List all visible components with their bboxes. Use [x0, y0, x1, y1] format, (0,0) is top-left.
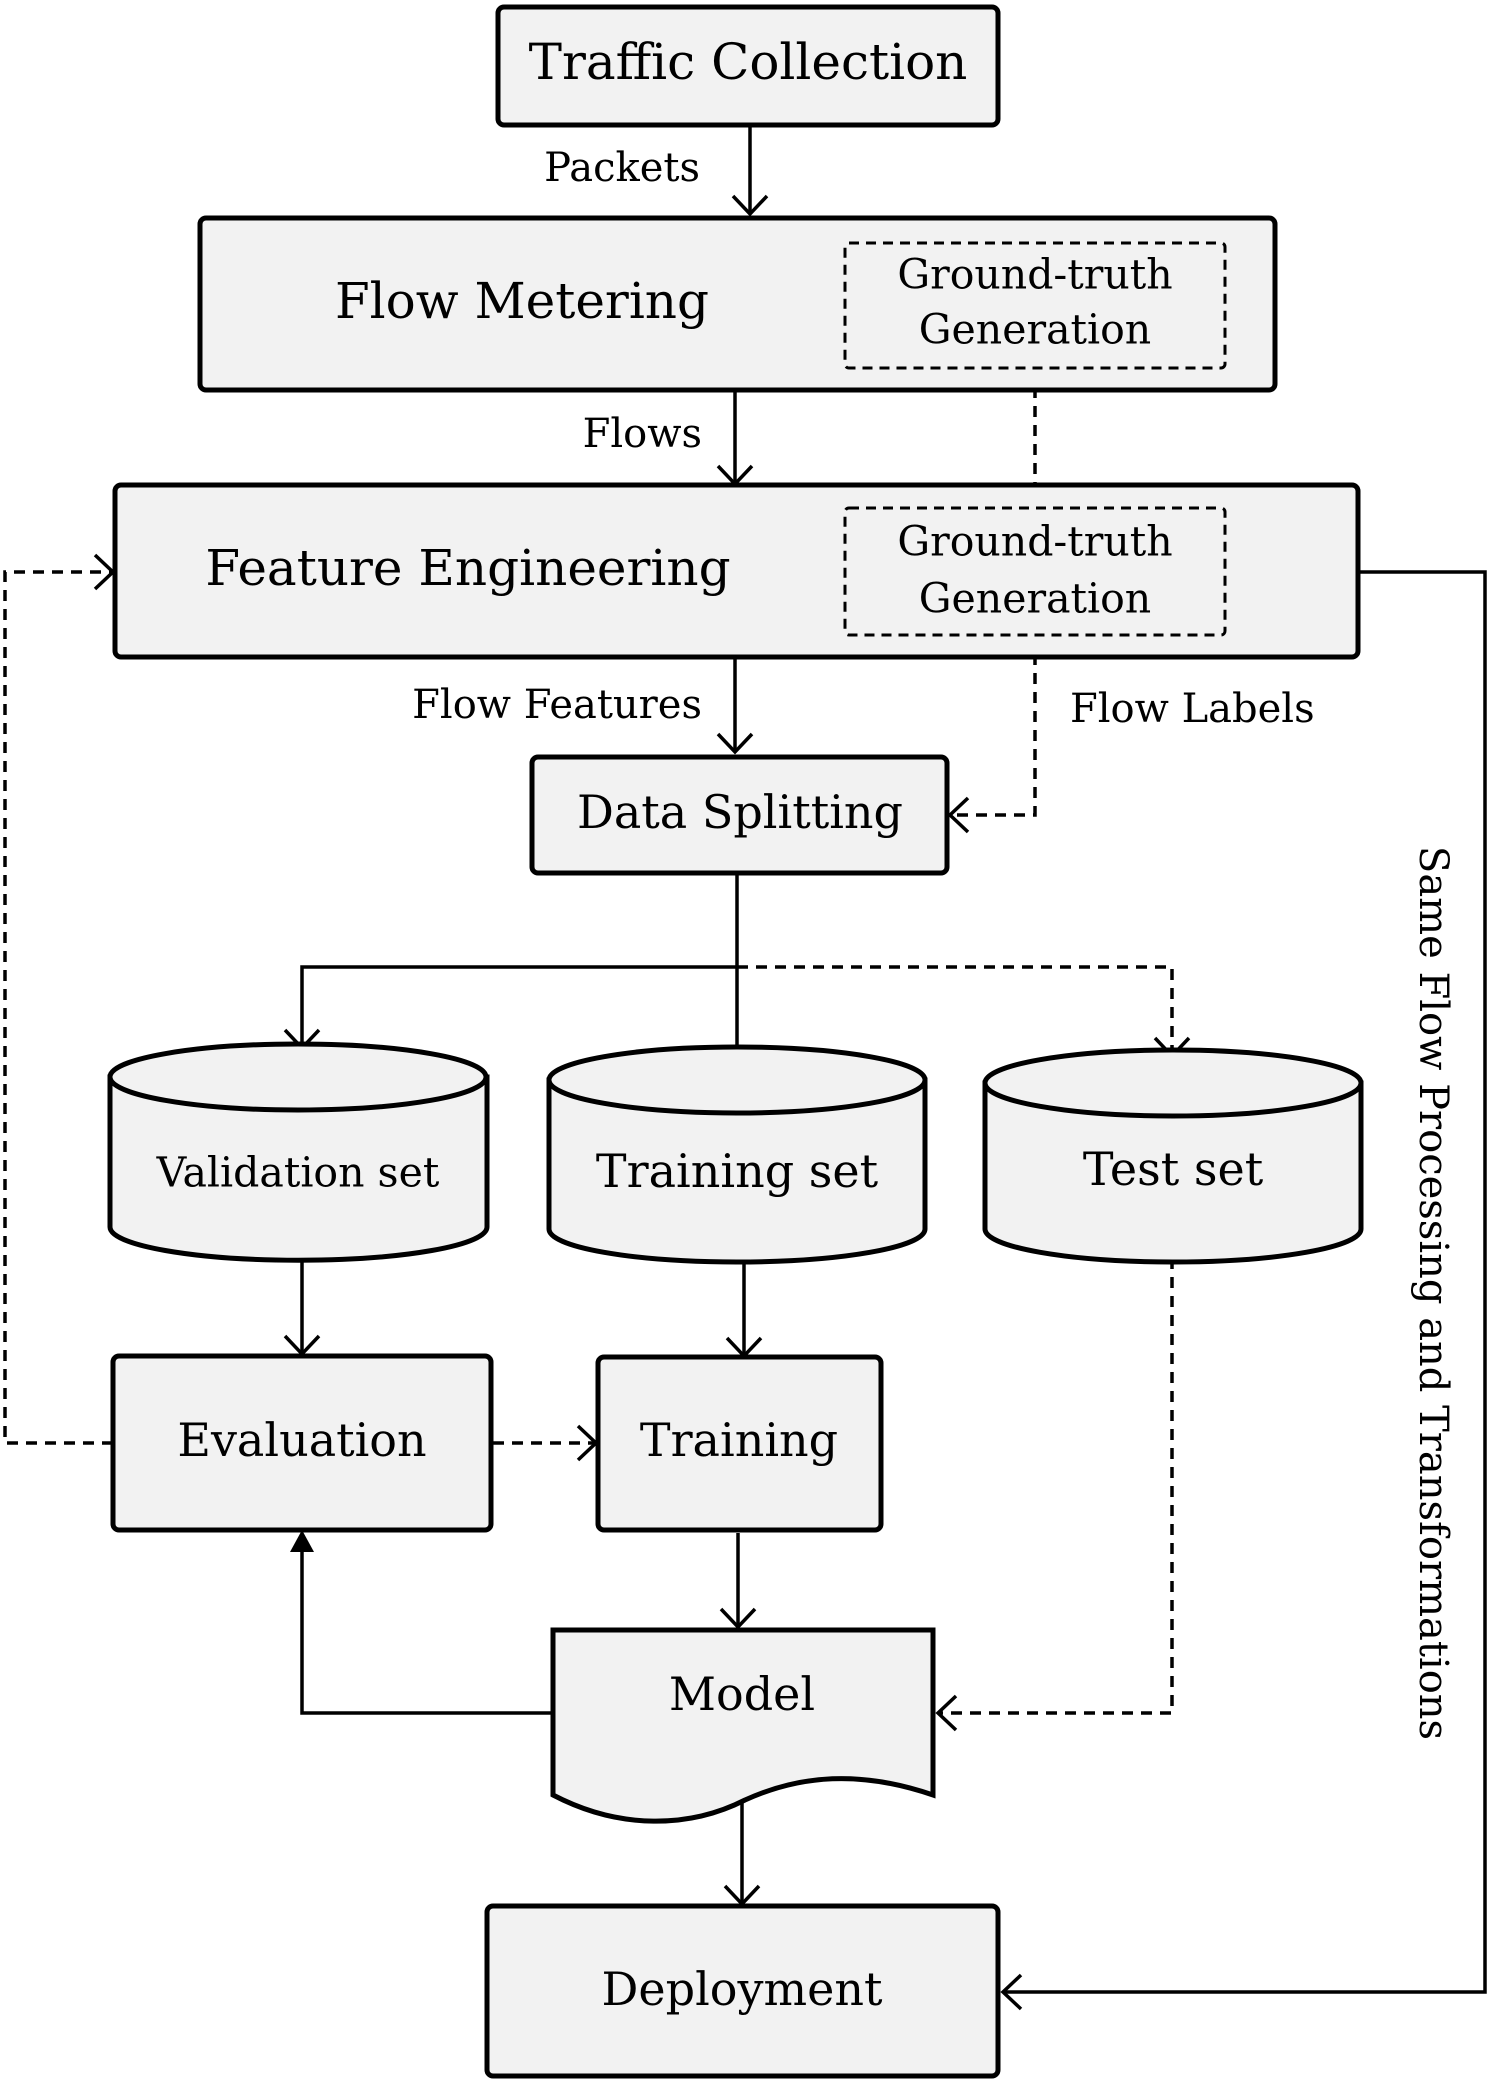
- feature-engineering-node: Feature Engineering Ground-truth Generat…: [112, 482, 1361, 660]
- deployment-node: Deployment: [484, 1903, 1001, 2079]
- test-set-cylinder: Test set: [982, 1047, 1364, 1265]
- model-node: Model: [550, 1627, 936, 1824]
- arrowhead: [716, 732, 754, 755]
- ground-truth-label-2b: Generation: [919, 575, 1151, 623]
- edge-feedback: [3, 570, 113, 1445]
- training-node: Training: [595, 1354, 884, 1533]
- arrowhead: [947, 796, 970, 834]
- edge-to-validation: [300, 965, 737, 1046]
- training-label: Training: [640, 1413, 838, 1467]
- ground-truth-box-1: [843, 241, 1227, 370]
- arrowhead: [1000, 1973, 1023, 2011]
- flow-metering-node: Flow Metering Ground-truth Generation: [197, 215, 1278, 393]
- arrowhead: [719, 1607, 757, 1630]
- edge-model-evaluation: [300, 1550, 553, 1715]
- edge-label-flow-features: Flow Features: [412, 682, 702, 728]
- ground-truth-label-2a: Ground-truth: [897, 518, 1172, 566]
- edge-label-same-flow: Same Flow Processing and Transformations: [1410, 846, 1456, 1740]
- ground-truth-box-2: [843, 506, 1227, 637]
- edge-to-test: [737, 965, 1174, 1055]
- edge-testset-model: [940, 1258, 1174, 1715]
- edge-label-flow-labels: Flow Labels: [1070, 686, 1315, 732]
- flow-metering-label: Flow Metering: [335, 272, 709, 330]
- ground-truth-label-1b: Generation: [919, 306, 1151, 354]
- traffic-collection-label: Traffic Collection: [529, 33, 968, 91]
- arrowhead-filled: [290, 1530, 314, 1552]
- edge-label-packets: Packets: [544, 145, 700, 191]
- traffic-collection-node: Traffic Collection: [495, 4, 1001, 128]
- training-set-label: Training set: [596, 1144, 879, 1198]
- evaluation-node: Evaluation: [110, 1353, 494, 1533]
- validation-set-cylinder: Validation set: [107, 1041, 490, 1263]
- arrowhead: [731, 194, 769, 217]
- test-set-label: Test set: [1083, 1142, 1264, 1196]
- validation-set-label: Validation set: [156, 1149, 440, 1197]
- training-set-cylinder: Training set: [546, 1044, 928, 1265]
- model-label: Model: [669, 1667, 815, 1721]
- evaluation-label: Evaluation: [177, 1413, 426, 1467]
- edge-same-flow: [1003, 570, 1487, 1994]
- deployment-label: Deployment: [602, 1962, 883, 2016]
- ground-truth-label-1a: Ground-truth: [897, 251, 1172, 299]
- data-splitting-label: Data Splitting: [577, 785, 903, 839]
- data-splitting-node: Data Splitting: [529, 754, 950, 876]
- feature-engineering-label: Feature Engineering: [205, 539, 730, 597]
- edge-flow-labels: [952, 635, 1037, 817]
- edge-label-flows: Flows: [583, 411, 702, 457]
- arrowhead: [935, 1694, 958, 1732]
